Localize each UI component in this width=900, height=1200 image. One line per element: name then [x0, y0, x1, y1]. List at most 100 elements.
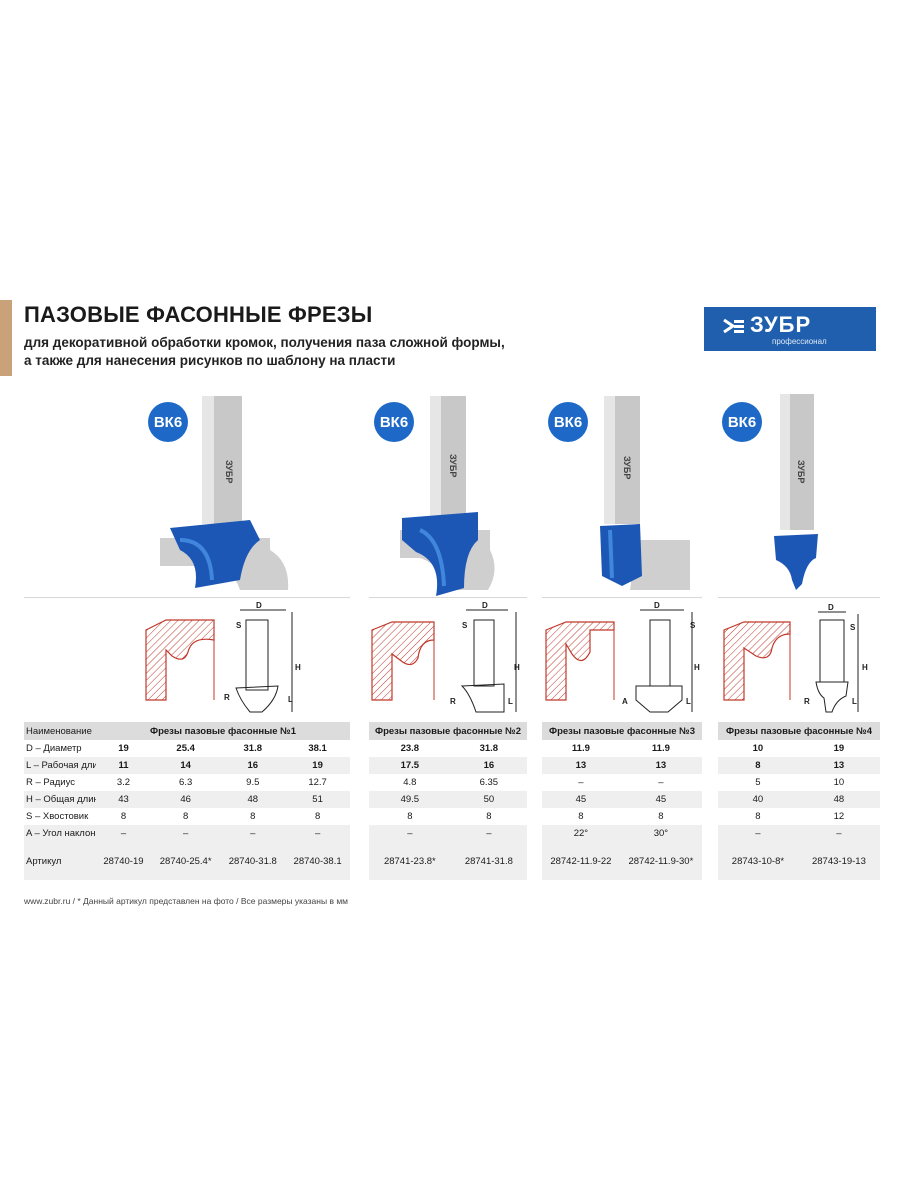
- cell-article: 28742-11.9-30*: [619, 842, 702, 880]
- cell-angle: –: [718, 825, 798, 842]
- divider: [369, 597, 527, 598]
- product-4: ВК6 ЗУБР: [716, 390, 886, 600]
- cell-article: 28740-25.4*: [150, 842, 221, 880]
- cell-shank: 8: [120, 811, 127, 822]
- cell-total-length: 50: [450, 791, 527, 808]
- cell-angle: –: [797, 825, 880, 842]
- cell-shank: 8: [486, 811, 492, 822]
- carbide-badge: ВК6: [374, 402, 414, 442]
- cell-radius: 3.2: [116, 777, 131, 788]
- dim-letter: R: [224, 693, 230, 702]
- cell-working-length: 17.5: [369, 757, 451, 774]
- cell-radius: 5: [755, 777, 761, 788]
- cell-diameter: 19: [118, 743, 129, 754]
- group-name: Фрезы пазовые фасонные №2: [369, 722, 527, 740]
- cell-angle: 22°: [542, 825, 620, 842]
- section-drawing-2: [371, 621, 435, 701]
- logo-brand: ЗУБР: [750, 312, 812, 337]
- cell-working-length: 13: [542, 757, 620, 774]
- router-bit-2-image: ЗУБР: [400, 396, 495, 596]
- dim-letter: L: [288, 695, 293, 704]
- divider: [24, 597, 350, 598]
- cell-total-length: 49.5: [369, 791, 451, 808]
- cell-diameter: 25.4: [176, 743, 195, 754]
- cell-diameter: 23.8: [400, 743, 420, 754]
- cell-angle: –: [220, 825, 286, 842]
- spec-table-group-2: Фрезы пазовые фасонные №2 23.8 31.8 17.5…: [369, 722, 527, 880]
- dim-letter: D: [256, 601, 262, 610]
- dim-letter: H: [295, 663, 301, 672]
- row-label: L – Рабочая длина: [24, 757, 111, 774]
- cell-angle: –: [369, 825, 451, 842]
- section-drawing-4: [723, 621, 791, 701]
- logo-tagline: профессионал: [772, 337, 827, 346]
- carbide-badge: ВК6: [548, 402, 588, 442]
- cell-diameter: 11.9: [651, 743, 670, 754]
- carbide-badge: ВК6: [722, 402, 762, 442]
- bit-drawing-4: D S H L R: [804, 603, 868, 713]
- cell-diameter: 31.8: [243, 743, 263, 754]
- accent-bar: [0, 300, 12, 376]
- row-label: H – Общая длина: [24, 791, 111, 808]
- cell-working-length: 16: [450, 757, 527, 774]
- cell-shank: 8: [407, 811, 413, 822]
- dim-letter: A: [622, 697, 628, 706]
- cell-total-length: 48: [797, 791, 880, 808]
- product-2: ВК6 ЗУБР: [360, 390, 530, 600]
- dim-letter: H: [862, 663, 868, 672]
- cell-working-length: 16: [220, 757, 286, 774]
- cell-total-length: 43: [96, 791, 151, 808]
- cell-diameter: 10: [752, 743, 764, 754]
- cell-working-length: 13: [797, 757, 880, 774]
- cell-shank: 8: [314, 811, 321, 822]
- cell-diameter: 11.9: [571, 743, 590, 754]
- section-drawing-3: [545, 621, 615, 701]
- cell-working-length: 13: [619, 757, 702, 774]
- product-1: ВК6 ЗУБР: [140, 390, 310, 600]
- cell-working-length: 11: [96, 757, 151, 774]
- subtitle-line-1: для декоративной обработки кромок, получ…: [24, 335, 505, 350]
- brand-logo: ЗУБР профессионал: [704, 307, 876, 351]
- cell-total-length: 45: [619, 791, 702, 808]
- spec-table-group-4: Фрезы пазовые фасонные №4 10 19 8 13 5 1…: [718, 722, 880, 880]
- router-bit-4-image: ЗУБР: [774, 394, 818, 590]
- dim-letter: S: [236, 621, 242, 630]
- dim-letter: S: [462, 621, 468, 630]
- spec-table-group-1: Фрезы пазовые фасонные №1 19 25.4 31.8 3…: [96, 722, 350, 880]
- dim-letter: S: [690, 621, 696, 630]
- cell-radius: 6.3: [179, 777, 193, 788]
- dim-letter: D: [828, 603, 834, 612]
- group-name: Фрезы пазовые фасонные №4: [718, 722, 880, 740]
- cell-working-length: 19: [285, 757, 350, 774]
- cell-diameter: 38.1: [308, 743, 327, 754]
- cell-radius: –: [658, 777, 664, 788]
- dim-letter: H: [514, 663, 520, 672]
- logo-arrow-icon: [723, 318, 744, 334]
- carbide-badge: ВК6: [148, 402, 188, 442]
- cell-radius: 6.35: [479, 777, 499, 788]
- group-name: Фрезы пазовые фасонные №3: [542, 722, 702, 740]
- cell-shank: 8: [755, 811, 761, 822]
- cell-radius: 4.8: [403, 777, 417, 788]
- group-name: Фрезы пазовые фасонные №1: [96, 722, 350, 740]
- cell-article: 28740-19: [96, 842, 151, 880]
- divider: [542, 597, 702, 598]
- cell-angle: –: [150, 825, 221, 842]
- dim-letter: D: [654, 601, 660, 610]
- cell-shank: 8: [578, 811, 584, 822]
- bit-brand-label: ЗУБР: [622, 456, 632, 479]
- bit-brand-label: ЗУБР: [224, 460, 234, 483]
- cell-shank: 8: [658, 811, 664, 822]
- cell-shank: 8: [250, 811, 256, 822]
- cell-article: 28741-23.8*: [369, 842, 451, 880]
- cell-article: 28743-10-8*: [718, 842, 798, 880]
- cell-radius: 9.5: [246, 777, 260, 788]
- page-title: ПАЗОВЫЕ ФАСОННЫЕ ФРЕЗЫ: [24, 302, 373, 327]
- cell-article: 28743-19-13: [797, 842, 880, 880]
- cell-total-length: 45: [542, 791, 620, 808]
- dim-letter: L: [852, 697, 857, 706]
- profile-drawings: D S H L R D S H L R D S H L A: [145, 601, 868, 713]
- cell-total-length: 51: [285, 791, 350, 808]
- cell-article: 28742-11.9-22: [542, 842, 620, 880]
- row-label: S – Хвостовик: [26, 811, 89, 822]
